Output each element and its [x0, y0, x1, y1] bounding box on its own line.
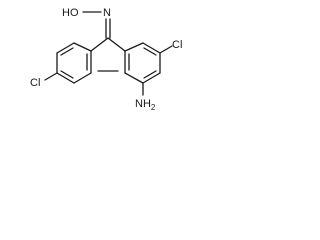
- bond-l2-inner: [60, 47, 74, 56]
- amine-nh: NH: [135, 98, 151, 110]
- oxime-group: HO N: [62, 7, 111, 39]
- amine-subscript: 2: [151, 103, 156, 112]
- bond-r1: [124, 42, 144, 52]
- bond-r2-inner: [143, 47, 157, 56]
- bond-l5: [73, 72, 92, 84]
- right-benzene-ring: [124, 42, 161, 84]
- chlorine-left-label: Cl: [30, 77, 40, 89]
- bond-c9-c8a: [90, 37, 109, 52]
- bond-r5: [124, 72, 144, 84]
- bond-l4-inner: [60, 70, 74, 79]
- bond-r2: [142, 42, 161, 54]
- bond-c-cl-right: [159, 45, 173, 54]
- amine-label: NH2: [135, 98, 156, 112]
- bond-l4: [56, 72, 75, 84]
- bond-r4-inner: [143, 70, 157, 79]
- bond-l2: [56, 42, 75, 54]
- bond-l1: [73, 42, 92, 52]
- oxime-n-label: N: [103, 7, 111, 19]
- five-membered-ring: [90, 37, 126, 72]
- left-benzene-ring: [56, 42, 92, 84]
- bond-c-cl-left: [44, 72, 58, 81]
- chlorine-right-label: Cl: [172, 39, 182, 51]
- bond-c9-c9a: [107, 37, 126, 52]
- substituents: Cl Cl NH2: [30, 39, 182, 112]
- chemical-structure: HO N Cl Cl NH2: [30, 7, 182, 112]
- bond-r4: [142, 72, 161, 84]
- oxime-ho-label: HO: [62, 7, 79, 19]
